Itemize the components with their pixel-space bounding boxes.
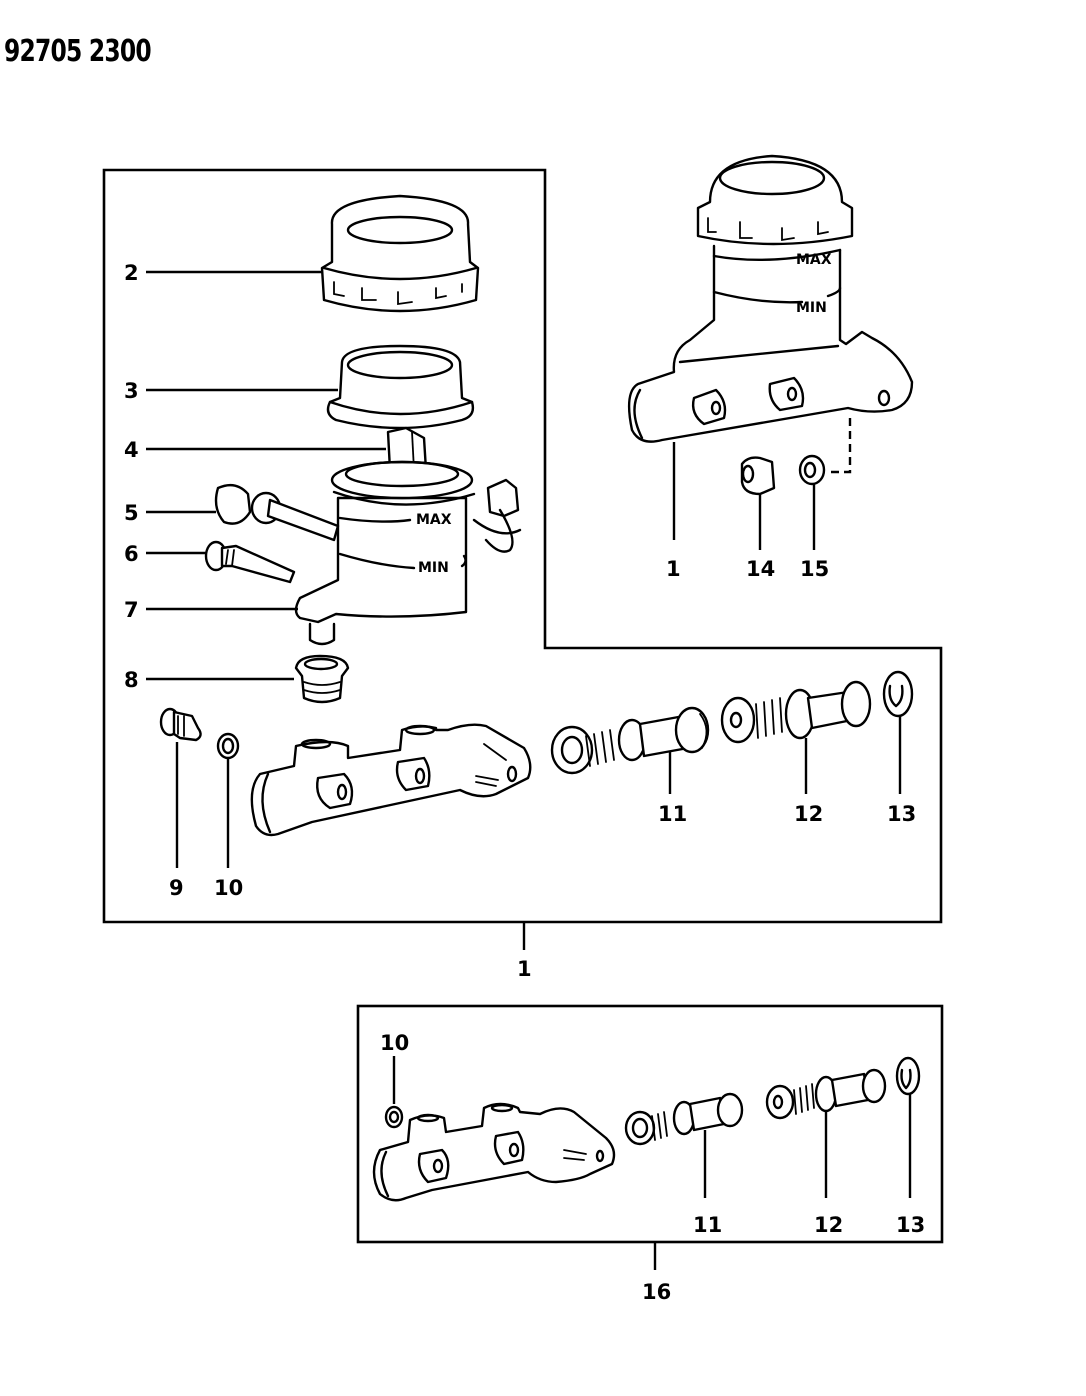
part-6-pin [204, 540, 296, 584]
callout-13-main: 13 [887, 802, 916, 826]
callout-2: 2 [124, 261, 139, 285]
callout-7: 7 [124, 598, 139, 622]
part-13-snap-ring-main [882, 670, 914, 718]
part-11-piston-kit [624, 1092, 744, 1146]
callout-1-assembled: 1 [666, 557, 681, 581]
part-2-reservoir-cap [320, 194, 480, 313]
cylinder-body-kit [372, 1102, 616, 1202]
washer-dashed-leader [830, 418, 852, 474]
callout-11-main: 11 [658, 802, 687, 826]
callout-13-kit: 13 [896, 1213, 925, 1237]
callout-10-kit: 10 [380, 1031, 409, 1055]
part-8-grommet [294, 654, 350, 704]
part-9-bleeder-screw [159, 707, 202, 742]
assembly-group-frame [102, 168, 943, 924]
callout-6: 6 [124, 542, 139, 566]
assembled-max-mark: MAX [796, 252, 832, 268]
callout-4: 4 [124, 438, 139, 462]
callout-9: 9 [169, 876, 184, 900]
callout-11-kit: 11 [693, 1213, 722, 1237]
callout-14: 14 [746, 557, 775, 581]
part-3-diaphragm [326, 344, 475, 430]
part-7-reservoir: MAX MIN [294, 460, 522, 646]
callout-3: 3 [124, 379, 139, 403]
part-11-piston-main [550, 706, 710, 775]
callout-12-main: 12 [794, 802, 823, 826]
callout-12-kit: 12 [814, 1213, 843, 1237]
cylinder-body-main [250, 723, 532, 837]
callout-8: 8 [124, 668, 139, 692]
document-title: 92705 2300 [4, 34, 152, 69]
part-10-oring-main [216, 732, 240, 760]
callout-15: 15 [800, 557, 829, 581]
part-14-nut [740, 456, 776, 496]
part-12-piston-kit [765, 1068, 887, 1120]
part-5-bracket-pin [214, 483, 340, 542]
assembled-min-mark: MIN [796, 300, 827, 316]
callout-1-assembly: 1 [517, 957, 532, 981]
part-10-oring-kit [384, 1105, 404, 1129]
callout-5: 5 [124, 501, 139, 525]
part-12-piston-main [720, 680, 872, 744]
reservoir-max-mark: MAX [416, 512, 452, 528]
repair-kit-frame [356, 1004, 944, 1244]
callout-16: 16 [642, 1280, 671, 1304]
callout-10-main: 10 [214, 876, 243, 900]
part-13-snap-ring-kit [895, 1056, 921, 1096]
reservoir-min-mark: MIN [418, 560, 449, 576]
part-15-washer [798, 454, 826, 486]
assembled-master-cylinder: MAX MIN [627, 154, 914, 443]
